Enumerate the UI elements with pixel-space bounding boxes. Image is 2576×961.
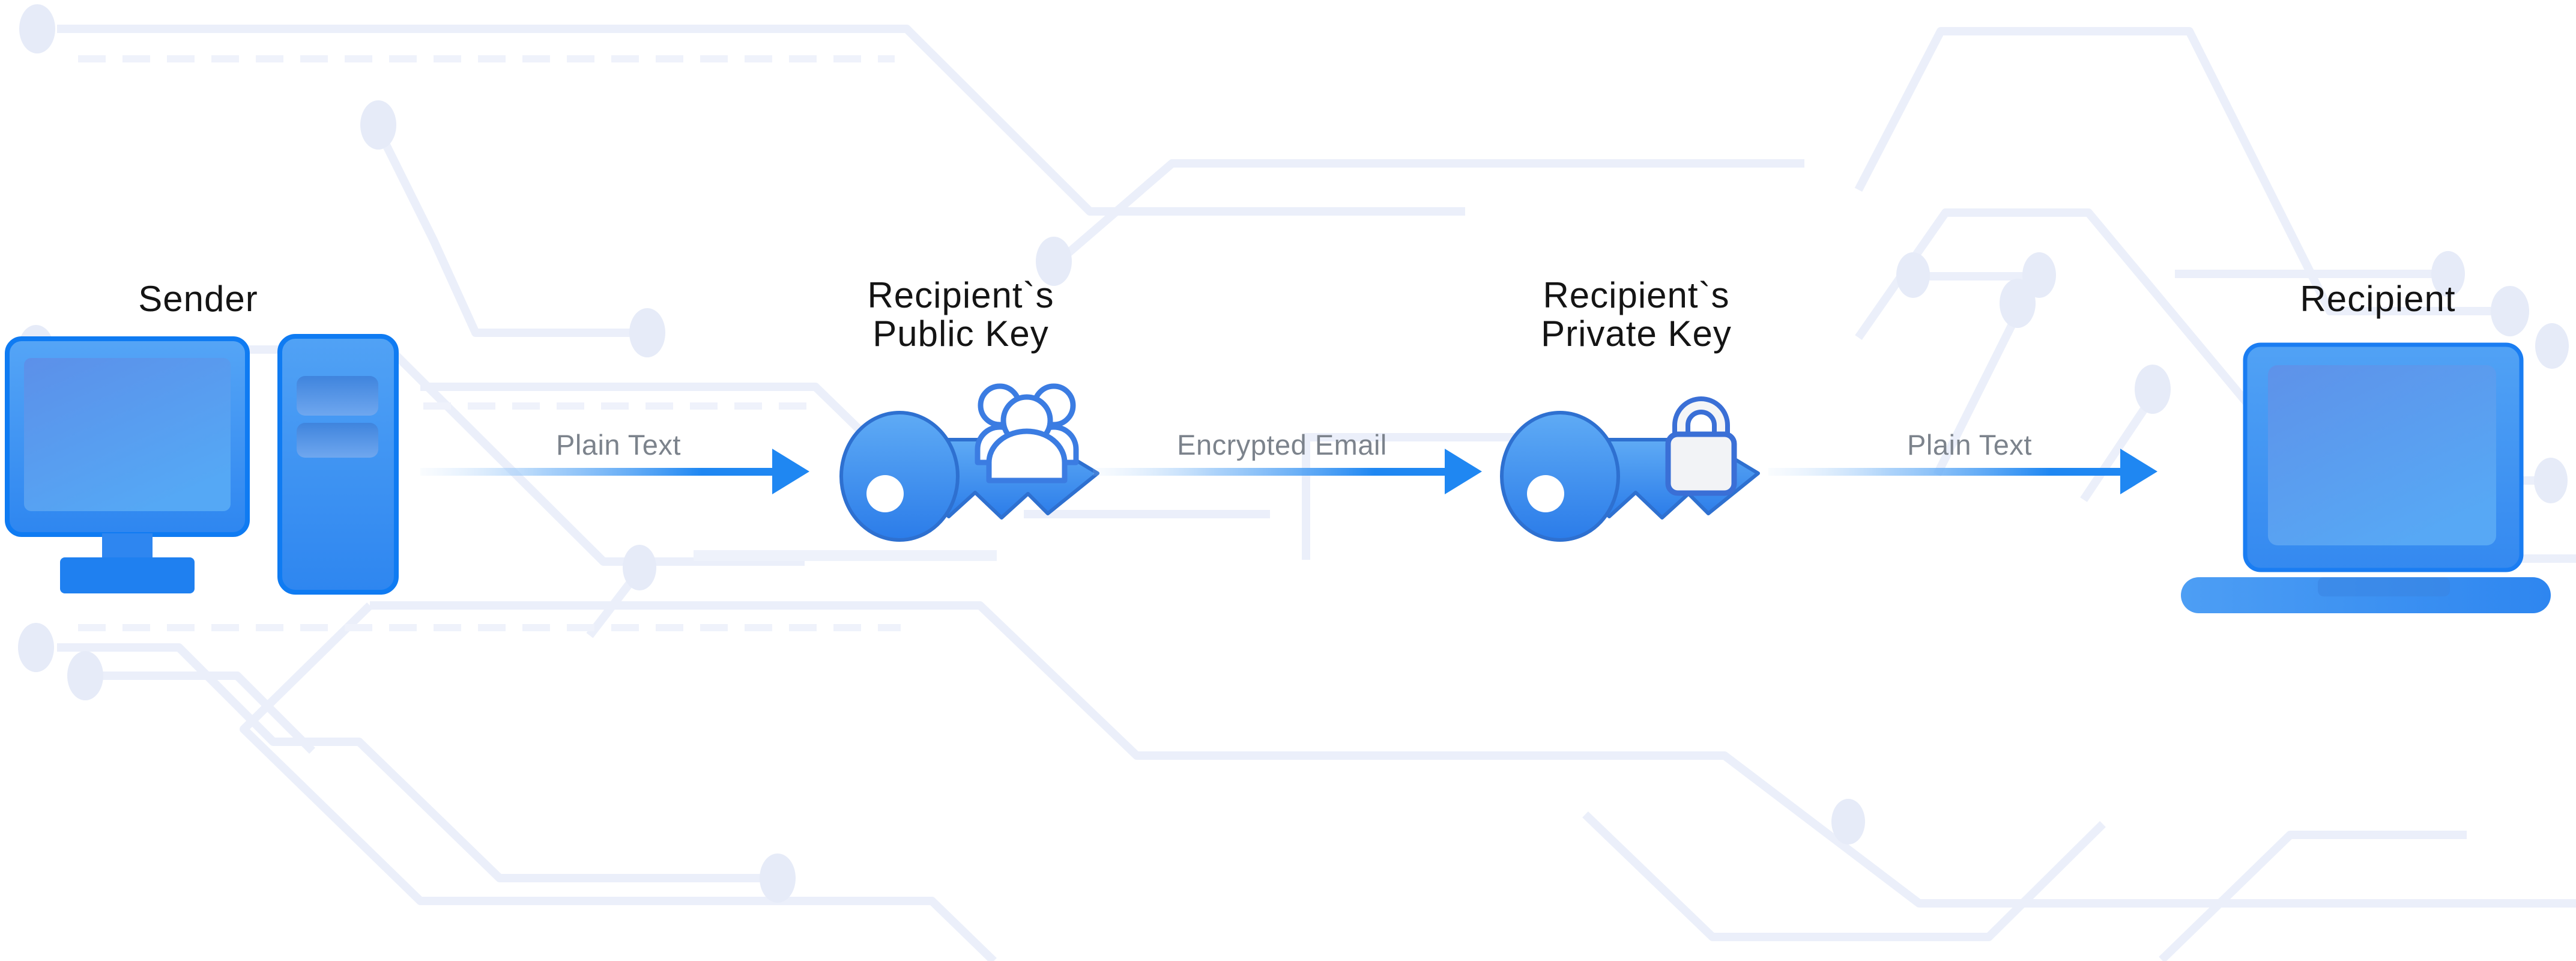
private-key-label-line1: Recipient`s [1543, 275, 1730, 315]
private-key-label: Recipient`s Private Key [1504, 276, 1768, 353]
sender-label: Sender [138, 279, 258, 319]
plain-text-label-2: Plain Text [1907, 429, 2032, 461]
recipient-label: Recipient [2300, 279, 2456, 319]
public-key-label-line1: Recipient`s [867, 275, 1054, 315]
public-key-label-line2: Public Key [872, 314, 1049, 354]
plain-text-label-1: Plain Text [556, 429, 681, 461]
group-people-icon [975, 383, 1079, 484]
recipient-laptop-icon [2180, 340, 2555, 625]
arrow-right-icon-2 [1087, 444, 1483, 505]
arrow-right-icon-3 [1762, 444, 2159, 505]
encrypted-email-label: Encrypted Email [1177, 429, 1387, 461]
private-key-icon [1498, 369, 1762, 553]
sender-desktop-icon [5, 334, 401, 601]
public-key-icon [838, 369, 1102, 553]
public-key-label: Recipient`s Public Key [829, 276, 1093, 353]
private-key-label-line2: Private Key [1541, 314, 1732, 354]
arrow-right-icon-1 [414, 444, 811, 505]
padlock-icon [1665, 396, 1737, 496]
